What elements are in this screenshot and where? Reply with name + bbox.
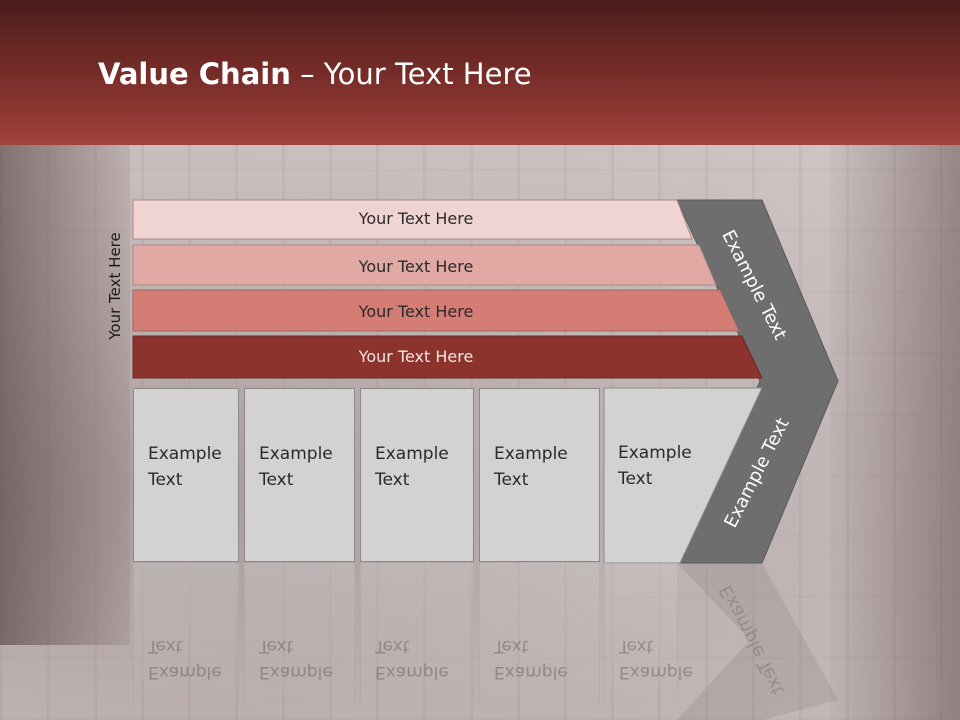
row-bar-4[interactable] <box>132 335 763 379</box>
row-label-4: Your Text Here <box>358 347 474 366</box>
box-5-shape[interactable] <box>603 387 763 564</box>
slide-title[interactable]: Value Chain – Your Text Here <box>98 56 532 92</box>
row-bar-2[interactable] <box>132 244 717 286</box>
title-bold: Value Chain <box>98 57 291 91</box>
chevron-reflection <box>677 563 838 720</box>
title-rest: – Your Text Here <box>290 57 532 91</box>
chevron-arrow[interactable] <box>676 199 839 564</box>
background-shadow-left <box>0 145 130 645</box>
row-label-1: Your Text Here <box>358 209 474 228</box>
title-bar: Value Chain – Your Text Here <box>0 0 960 145</box>
row-label-3: Your Text Here <box>358 302 474 321</box>
row-bar-3[interactable] <box>132 289 740 332</box>
row-label-2: Your Text Here <box>358 257 474 276</box>
background-shadow-right <box>830 145 960 720</box>
row-bar-1[interactable] <box>132 199 693 240</box>
side-label-text: Your Text Here <box>106 232 124 340</box>
